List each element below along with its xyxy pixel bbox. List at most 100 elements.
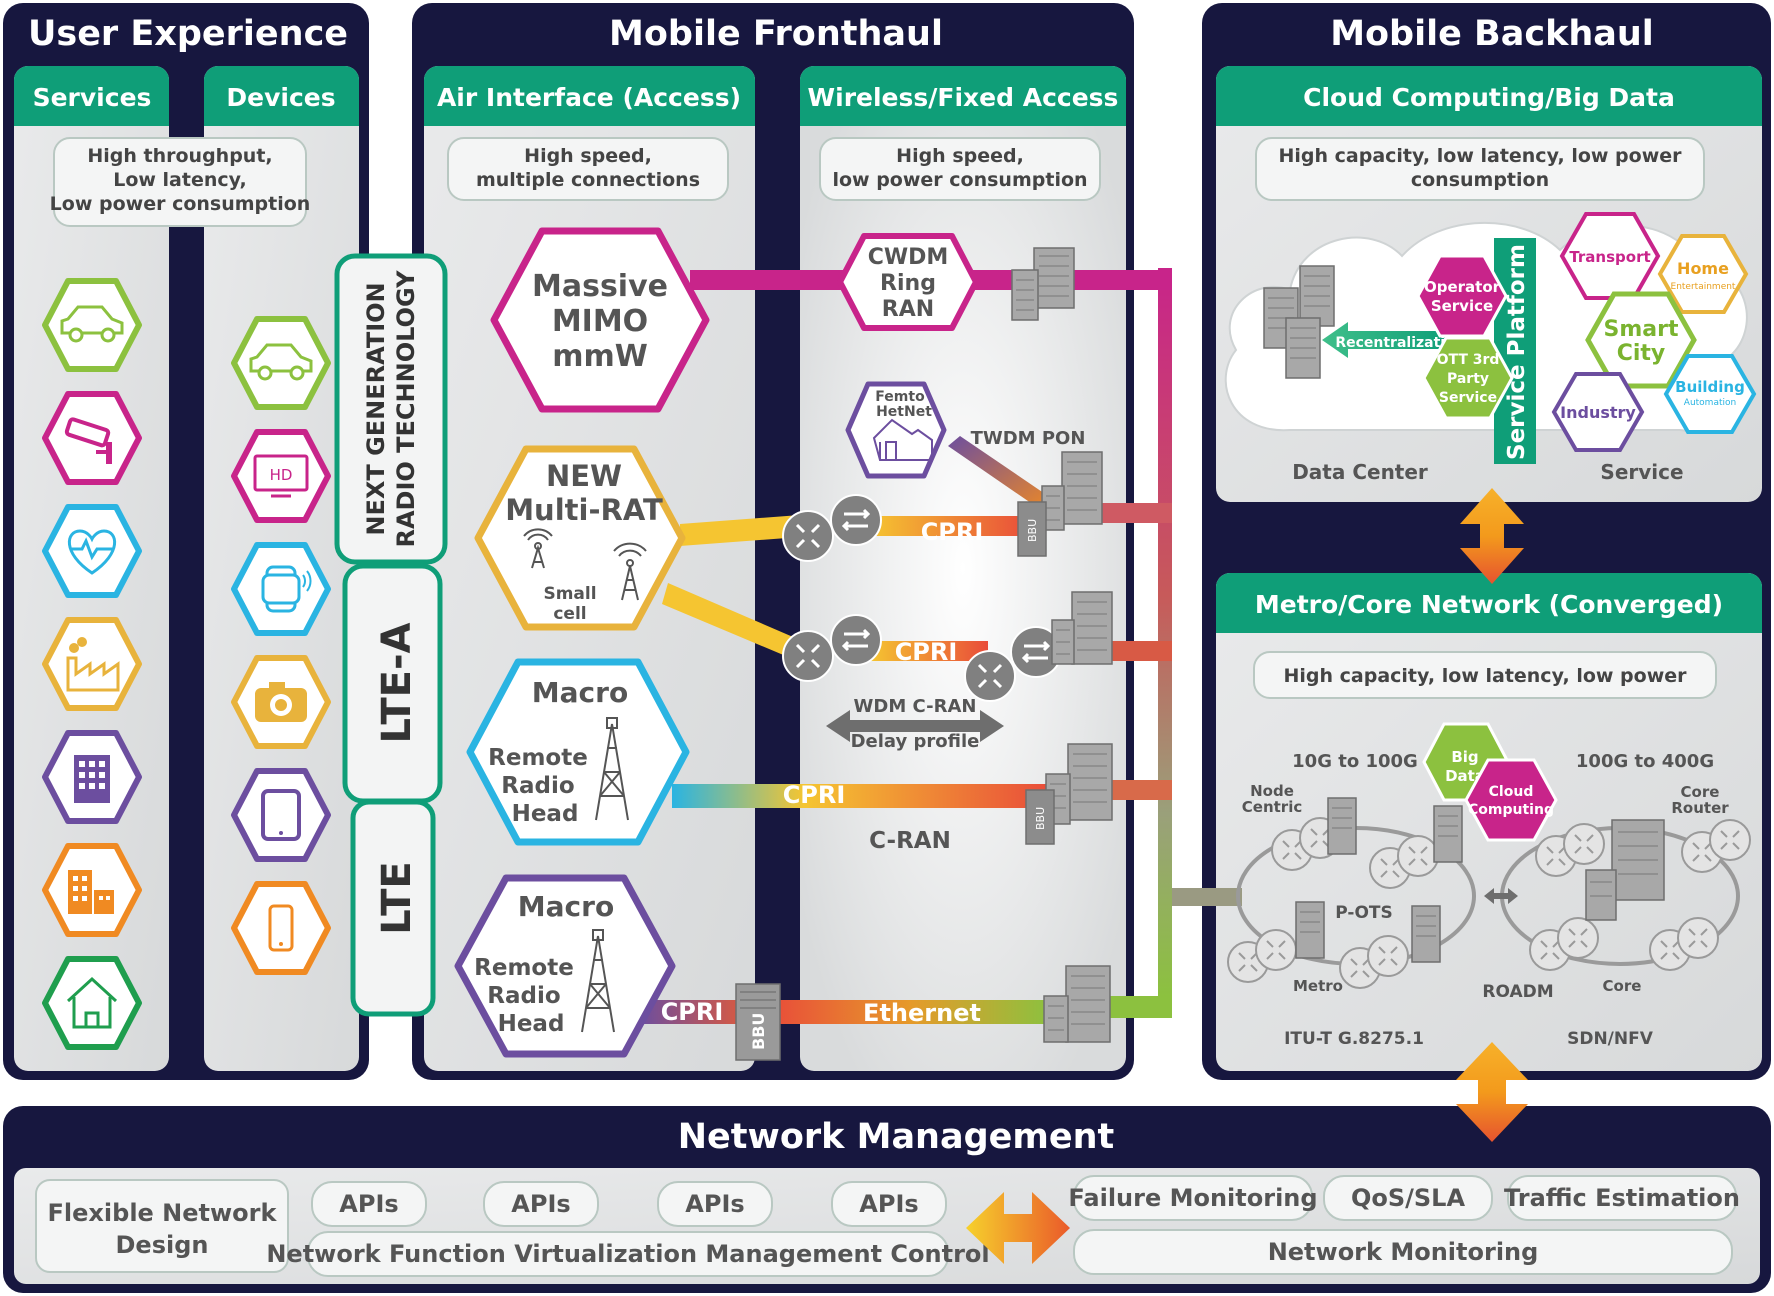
svg-text:NEXT GENERATION: NEXT GENERATION — [362, 282, 390, 535]
cwdm-ring-node: CWDM Ring RAN — [837, 233, 979, 331]
svg-text:mmW: mmW — [552, 339, 648, 374]
ux-callout: High throughput, Low latency, Low power … — [50, 137, 311, 227]
air-interface-header: Air Interface (Access) — [437, 83, 741, 112]
cell-tower-icon — [581, 929, 615, 1033]
svg-text:Massive: Massive — [532, 269, 668, 304]
cloud-metro-double-arrow — [1460, 488, 1524, 584]
bbu-icon: BBU — [1017, 501, 1047, 557]
svg-text:Radio: Radio — [487, 983, 560, 1009]
nfv-management-pill: Network Function Virtualization Manageme… — [266, 1231, 990, 1277]
router-icon — [1397, 835, 1439, 877]
data-center-servers — [1263, 265, 1335, 379]
svg-text:Flexible Network: Flexible Network — [48, 1199, 278, 1227]
svg-text:Delay profile: Delay profile — [851, 731, 980, 752]
router-icon — [1563, 823, 1605, 865]
svg-text:Transport: Transport — [1569, 248, 1650, 266]
svg-text:low power consumption: low power consumption — [832, 169, 1087, 191]
bbu-icon: BBU — [735, 983, 781, 1061]
api-pill-3: APIs — [657, 1181, 773, 1227]
server-icon — [1285, 317, 1321, 379]
svg-text:Low power consumption: Low power consumption — [50, 193, 311, 215]
svg-text:Entertainment: Entertainment — [1671, 282, 1736, 292]
roadm-label: ROADM — [1482, 982, 1553, 1002]
node-centric-label-2: Centric — [1242, 798, 1302, 816]
svg-text:APIs: APIs — [511, 1190, 570, 1218]
svg-text:Operator: Operator — [1424, 278, 1501, 296]
cell-tower-icon — [595, 717, 629, 821]
home-entertainment-hex: Home Entertainment — [1657, 234, 1749, 314]
cloud-computing-header: Cloud Computing/Big Data — [1303, 83, 1675, 112]
svg-text:Traffic Estimation: Traffic Estimation — [1504, 1184, 1740, 1212]
svg-text:Party: Party — [1447, 371, 1489, 387]
svg-text:Design: Design — [116, 1231, 209, 1259]
svg-text:RAN: RAN — [882, 297, 934, 322]
building-icon — [1041, 451, 1103, 531]
flexible-network-design-box: Flexible Network Design — [35, 1179, 289, 1273]
cloud-callout: High capacity, low latency, low power co… — [1255, 137, 1705, 201]
speed-label-1: 10G to 100G — [1292, 751, 1418, 772]
car-icon — [42, 278, 142, 372]
macro-rrh-node-1: Macro Remote Radio Head — [466, 658, 690, 846]
svg-text:High throughput,: High throughput, — [87, 145, 272, 167]
cpri-label-4: CPRI — [661, 998, 724, 1026]
svg-text:Service: Service — [1431, 297, 1493, 315]
svg-text:Network Function Virtualizatio: Network Function Virtualization Manageme… — [266, 1240, 989, 1268]
router-icon — [964, 650, 1016, 702]
service-label: Service — [1600, 460, 1683, 484]
api-pill-1: APIs — [311, 1181, 427, 1227]
router-icon — [1557, 917, 1599, 959]
svg-text:High capacity, low latency, lo: High capacity, low latency, low power — [1283, 665, 1687, 687]
svg-text:multiple connections: multiple connections — [476, 169, 700, 191]
smart-city-hex: Smart City — [1585, 291, 1697, 389]
building-icon — [1051, 591, 1113, 665]
metro-callout: High capacity, low latency, low power — [1253, 651, 1717, 699]
svg-text:CWDM: CWDM — [868, 245, 949, 270]
svg-text:Failure Monitoring: Failure Monitoring — [1068, 1184, 1317, 1212]
svg-text:Ring: Ring — [880, 271, 936, 296]
data-center-label: Data Center — [1292, 460, 1428, 484]
tablet-icon — [231, 768, 331, 862]
wireless-callout: High speed, low power consumption — [819, 137, 1101, 201]
building-icon — [1045, 743, 1113, 825]
svg-text:Remote: Remote — [474, 955, 574, 981]
air-callout: High speed, multiple connections — [447, 137, 729, 201]
small-cell-antenna-icon — [523, 528, 647, 601]
svg-text:Industry: Industry — [1560, 403, 1636, 422]
devices-icons: HD — [231, 316, 331, 975]
industry-hex: Industry — [1551, 372, 1645, 452]
massive-mimo-node: Massive MIMO mmW — [490, 227, 710, 413]
svg-text:Multi-RAT: Multi-RAT — [505, 493, 663, 527]
router-icon — [1367, 935, 1409, 977]
router-icon — [782, 510, 834, 562]
factory-icon — [42, 617, 142, 711]
lte-pill: LTE — [350, 799, 436, 1017]
office-building-icon — [42, 730, 142, 824]
router-icon — [782, 630, 834, 682]
svg-text:MIMO: MIMO — [552, 304, 648, 339]
network-monitoring-pill: Network Monitoring — [1073, 1229, 1733, 1275]
svg-text:High speed,: High speed, — [896, 145, 1024, 167]
svg-text:City: City — [1617, 341, 1666, 366]
svg-text:APIs: APIs — [339, 1190, 398, 1218]
wireless-access-column: Wireless/Fixed Access — [800, 66, 1126, 1071]
svg-text:High capacity, low latency, lo: High capacity, low latency, low power — [1278, 145, 1682, 167]
devices-header: Devices — [226, 83, 335, 112]
svg-text:Service: Service — [1439, 390, 1497, 406]
wdm-cran-delay-arrow: WDM C-RAN Delay profile — [826, 696, 1004, 752]
svg-text:HetNet: HetNet — [876, 404, 932, 420]
smartphone-icon — [231, 881, 331, 975]
core-label: Core — [1603, 977, 1642, 995]
core-router-label-2: Router — [1671, 799, 1729, 817]
house-icon — [872, 418, 933, 461]
svg-text:cell: cell — [553, 604, 586, 624]
mobile-backhaul-title: Mobile Backhaul — [1330, 14, 1654, 54]
smartwatch-icon — [231, 542, 331, 636]
multi-rat-node: NEW Multi-RAT Small cell — [474, 445, 686, 631]
svg-text:BBU: BBU — [1026, 519, 1039, 542]
server-icon — [1433, 805, 1463, 863]
itu-label: ITU-T G.8275.1 — [1284, 1029, 1424, 1049]
services-header: Services — [33, 83, 152, 112]
router-icon — [1709, 819, 1751, 861]
svg-text:Network Monitoring: Network Monitoring — [1268, 1238, 1539, 1266]
svg-text:High speed,: High speed, — [524, 145, 652, 167]
